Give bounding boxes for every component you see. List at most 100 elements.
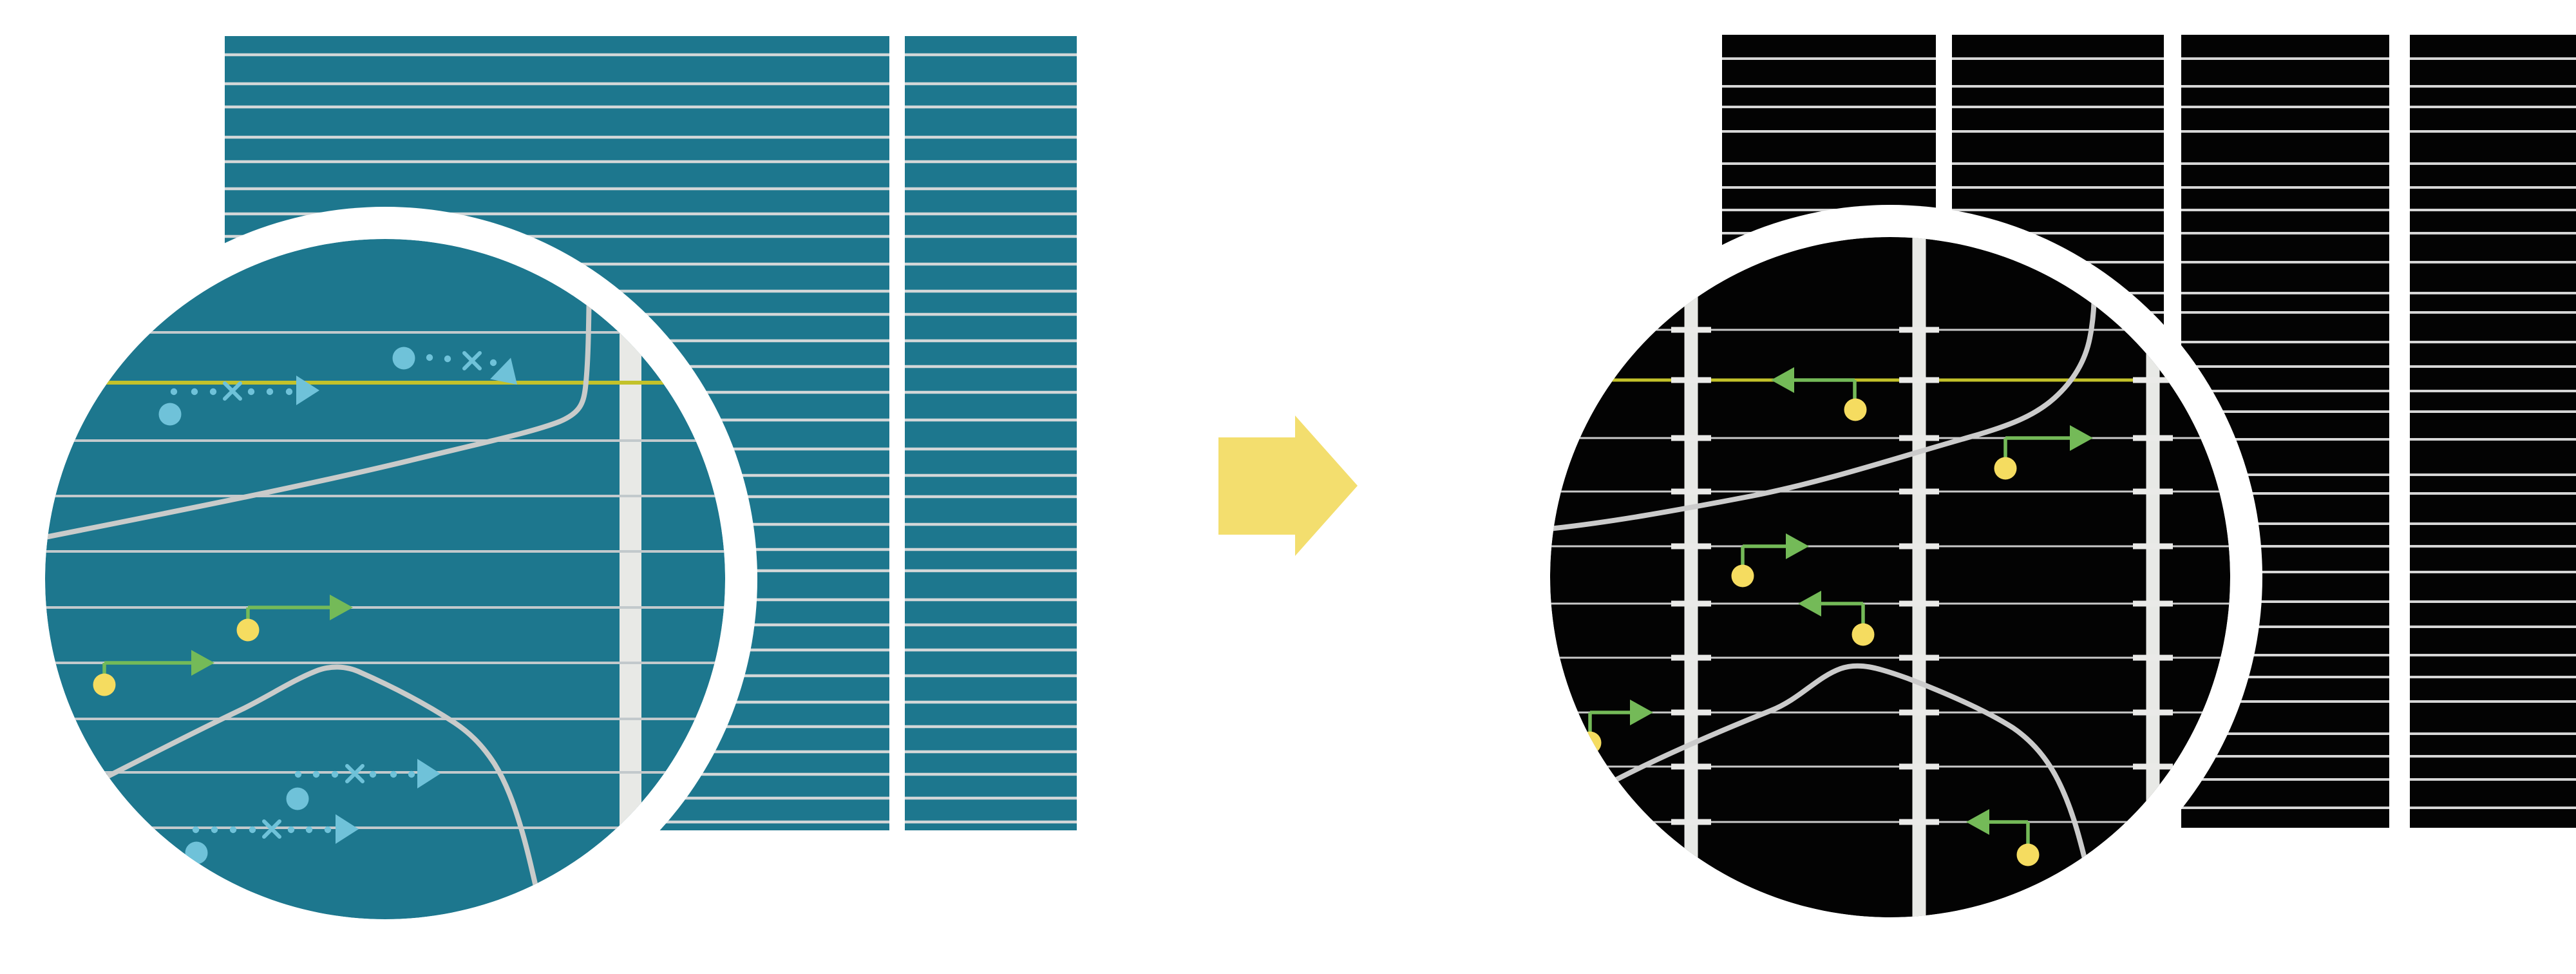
gap-tick-cap [1671, 763, 1711, 770]
read-dot [369, 770, 377, 778]
right-lens-content [1550, 237, 2230, 917]
right-lens-row-line [1550, 545, 2230, 548]
gap-tick-cap [1671, 543, 1711, 549]
left-lens-content [45, 239, 725, 919]
orientation-arrowhead-icon [1786, 533, 1809, 559]
left-lens-row-line [45, 331, 725, 334]
gap-tick-cap [1899, 377, 1939, 383]
read-start-dot [286, 787, 309, 810]
read-arrowhead-icon [417, 759, 440, 788]
gap-tick-cap [1671, 435, 1711, 441]
draft-assembly-panel-row-line [225, 82, 1077, 86]
synteny-curve [1604, 663, 2089, 869]
read-dot [191, 388, 198, 396]
synteny-curve [1550, 281, 2097, 531]
left-lens-row-line [45, 771, 725, 774]
read-dot [408, 770, 415, 778]
mismatch-cross-icon [262, 819, 281, 839]
left-lens-row-line [45, 550, 725, 553]
orientation-arrowhead-icon [2070, 425, 2093, 451]
gap-tick-cap [1671, 600, 1711, 607]
read-dot [390, 770, 397, 778]
left-lens-row-line [45, 718, 725, 720]
draft-assembly-panel-row-line [225, 135, 1077, 139]
contig-gap-stripe [1912, 237, 1926, 917]
gap-tick-cap [1899, 435, 1939, 441]
read-dot [229, 826, 237, 834]
draft-assembly-panel-row-line [225, 105, 1077, 109]
right-lens-row-line [1550, 329, 2230, 331]
anchor-dot [1994, 457, 2017, 480]
gap-tick-cap [1899, 819, 1939, 825]
gap-tick-cap [1899, 543, 1939, 549]
draft-assembly-panel-row-line [225, 312, 1077, 316]
gap-tick-cap [1671, 377, 1711, 383]
synteny-curve [94, 664, 540, 895]
read-dot [192, 826, 200, 834]
scaffolded-assembly-panel-row-line [1722, 85, 2576, 88]
gap-tick-cap [1671, 327, 1711, 333]
right-lens-row-line [1550, 765, 2230, 768]
draft-assembly-panel-row-line [225, 187, 1077, 191]
scaffolded-assembly-panel-row-line [1722, 130, 2576, 133]
mismatch-cross-icon [462, 351, 482, 370]
contig-gap-stripe [1684, 237, 1698, 917]
scaffolded-assembly-panel-row-line [1722, 261, 2576, 263]
gap-tick-cap [1671, 488, 1711, 495]
gap-tick-cap [1899, 488, 1939, 495]
gap-tick-cap [2133, 763, 2173, 770]
orientation-arrow [1771, 367, 1867, 421]
left-lens-row-line [45, 606, 725, 609]
read-dot [209, 388, 217, 396]
gap-tick-cap [2133, 654, 2173, 661]
draft-assembly-panel-row-line [225, 262, 1077, 266]
read-arrowhead-icon [296, 376, 319, 405]
misjoin-read-bottom [185, 814, 359, 864]
read-dot [266, 388, 274, 396]
draft-assembly-panel-row-line [225, 212, 1077, 216]
insertion-read [392, 347, 517, 385]
gap-tick-cap [1671, 654, 1711, 661]
gap-tick-cap [1899, 709, 1939, 716]
left-lens-row-line [45, 439, 725, 442]
gap-tick-cap [1899, 600, 1939, 607]
draft-assembly-panel-row-line [225, 234, 1077, 238]
left-lens-row-line [45, 495, 725, 497]
orientation-arrowhead-icon [1798, 591, 1821, 616]
scaffolded-assembly-panel-row-line [1722, 292, 2576, 294]
scaffolded-assembly-panel-row-line [1722, 57, 2576, 60]
contig-gap-stripe [2146, 237, 2160, 917]
right-lens-row-line [1550, 602, 2230, 605]
gap-tick-cap [1899, 763, 1939, 770]
read-dot [324, 826, 332, 834]
right-lens-background [1550, 237, 2230, 917]
scaffolded-assembly-panel-row-line [1722, 106, 2576, 108]
read-dot [211, 826, 218, 834]
orientation-arrowhead-icon [1771, 367, 1794, 393]
anchor-dot [93, 673, 116, 696]
read-dot [444, 355, 451, 363]
read-dot [294, 770, 302, 778]
read-start-dot [158, 403, 182, 426]
read-dot [170, 388, 178, 396]
draft-assembly-panel-row-line [225, 53, 1077, 57]
misjoin-read-middle [286, 759, 440, 810]
anchor-dot [236, 618, 260, 642]
scaffolded-assembly-panel-column-4 [2410, 35, 2576, 828]
gap-tick-cap [2133, 488, 2173, 495]
scaffolded-assembly-panel-row-line [1722, 232, 2576, 234]
gap-tick-cap [1899, 327, 1939, 333]
right-lens-row-line [1550, 821, 2230, 823]
scaffolded-assembly-panel-row-line [1722, 162, 2576, 165]
anchor-dot [1852, 623, 1875, 646]
gap-tick-cap [2133, 543, 2173, 549]
read-arrowhead-icon [490, 358, 517, 385]
draft-assembly-panel-row-line [225, 289, 1077, 293]
read-arrowhead-icon [336, 814, 359, 844]
reference-line [1550, 378, 2230, 382]
gap-tick-cap [2133, 377, 2173, 383]
orientation-arrowhead-icon [1630, 700, 1653, 725]
anchor-dot [1731, 564, 1754, 587]
